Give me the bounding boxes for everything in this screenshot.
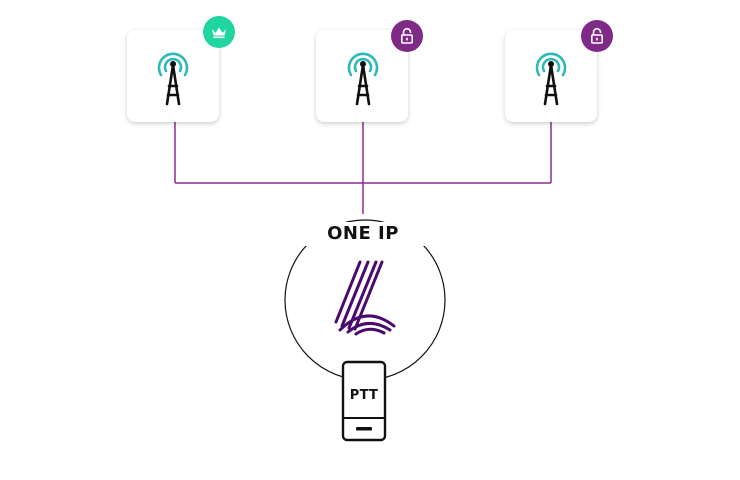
lock-badge-2	[391, 20, 423, 52]
one-ip-label: ONE IP	[300, 222, 426, 246]
tower-card-3	[505, 30, 597, 122]
lock-icon	[590, 27, 603, 44]
crown-icon	[212, 27, 226, 39]
crown-badge	[203, 16, 235, 48]
radio-tower-icon	[535, 52, 567, 106]
lock-icon	[400, 27, 413, 44]
tower-card-2	[316, 30, 408, 122]
radio-tower-icon	[347, 52, 379, 106]
ptt-label: PTT	[349, 388, 379, 403]
lock-badge-3	[581, 20, 613, 52]
tower-card-1	[127, 30, 219, 122]
radio-tower-icon	[157, 52, 189, 106]
